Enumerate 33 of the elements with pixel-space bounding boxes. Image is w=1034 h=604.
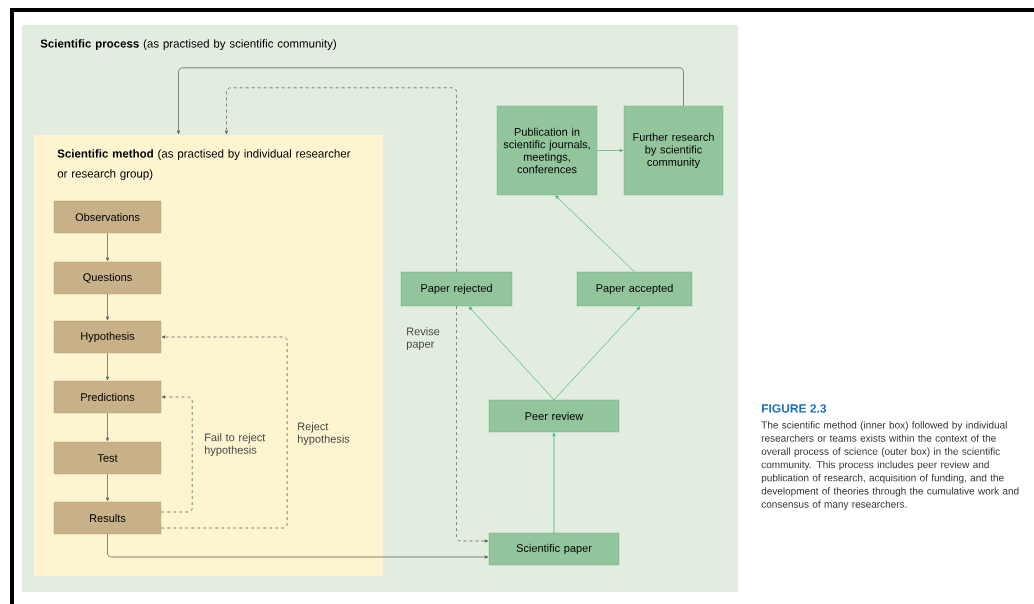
stage-box: Paper rejected: [400, 271, 513, 307]
step-box: Predictions: [53, 380, 162, 414]
stage-box: Peer review: [488, 399, 620, 433]
arrow: [224, 87, 457, 273]
arrow: [105, 412, 110, 442]
stage-box: Scientific paper: [488, 532, 620, 566]
arrow: [176, 67, 684, 135]
arrow: [468, 306, 555, 401]
edge-label: Fail to reject hypothesis: [205, 433, 266, 456]
edge-label: Revise paper: [406, 327, 440, 350]
stage-box: Publication in scientific journals, meetings, conferences: [496, 105, 598, 196]
step-box: Hypothesis: [53, 320, 162, 354]
step-box: Questions: [53, 261, 162, 295]
arrow: [105, 293, 110, 321]
figure-number: FIGURE 2.3: [762, 404, 827, 413]
stage-box: Further research by scientific community: [623, 105, 724, 196]
step-box: Results: [53, 501, 162, 535]
arrow: [555, 195, 635, 273]
arrow: [160, 395, 193, 513]
arrow: [553, 306, 641, 401]
step-box: Test: [53, 441, 162, 475]
arrow: [456, 305, 489, 543]
arrow: [552, 432, 556, 534]
step-box: Observations: [53, 200, 162, 234]
arrow: [107, 533, 489, 559]
stage-box: Paper accepted: [576, 271, 693, 307]
arrow: [160, 335, 288, 529]
edge-label: Reject hypothesis: [297, 422, 350, 445]
arrow: [596, 148, 624, 153]
arrow: [105, 473, 110, 502]
arrow: [105, 352, 110, 381]
arrow: [105, 232, 110, 262]
caption: The scientific method (inner box) followed by individual researchers or teams exists within the context of the overall process of science (outer box) in the scientific community. This process includes peer review and publication of research, acquisition of funding, and the development of theories through the cumulative work and consensus of many researchers.: [761, 421, 1019, 510]
